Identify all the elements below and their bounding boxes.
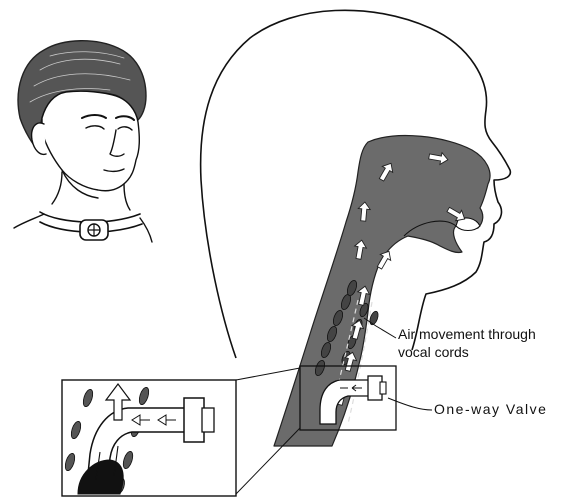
portrait-illustration <box>14 41 152 242</box>
inset-enlarged-view <box>62 380 236 496</box>
portrait-neck-valve <box>80 220 108 240</box>
callout-air-movement <box>364 318 396 338</box>
label-one-way-valve: One-way Valve <box>434 401 547 417</box>
zoom-line-top <box>236 368 300 380</box>
inset-valve-head <box>184 398 204 442</box>
portrait-face <box>42 91 139 191</box>
callout-valve <box>388 398 432 410</box>
label-air-movement-line1: Air movement through <box>398 326 536 342</box>
zoom-line-bottom <box>236 428 300 494</box>
valve-cap <box>380 382 386 394</box>
label-air-movement-line2: vocal cords <box>398 344 469 360</box>
portrait-ear <box>32 123 46 154</box>
inset-valve-cap <box>202 408 214 432</box>
